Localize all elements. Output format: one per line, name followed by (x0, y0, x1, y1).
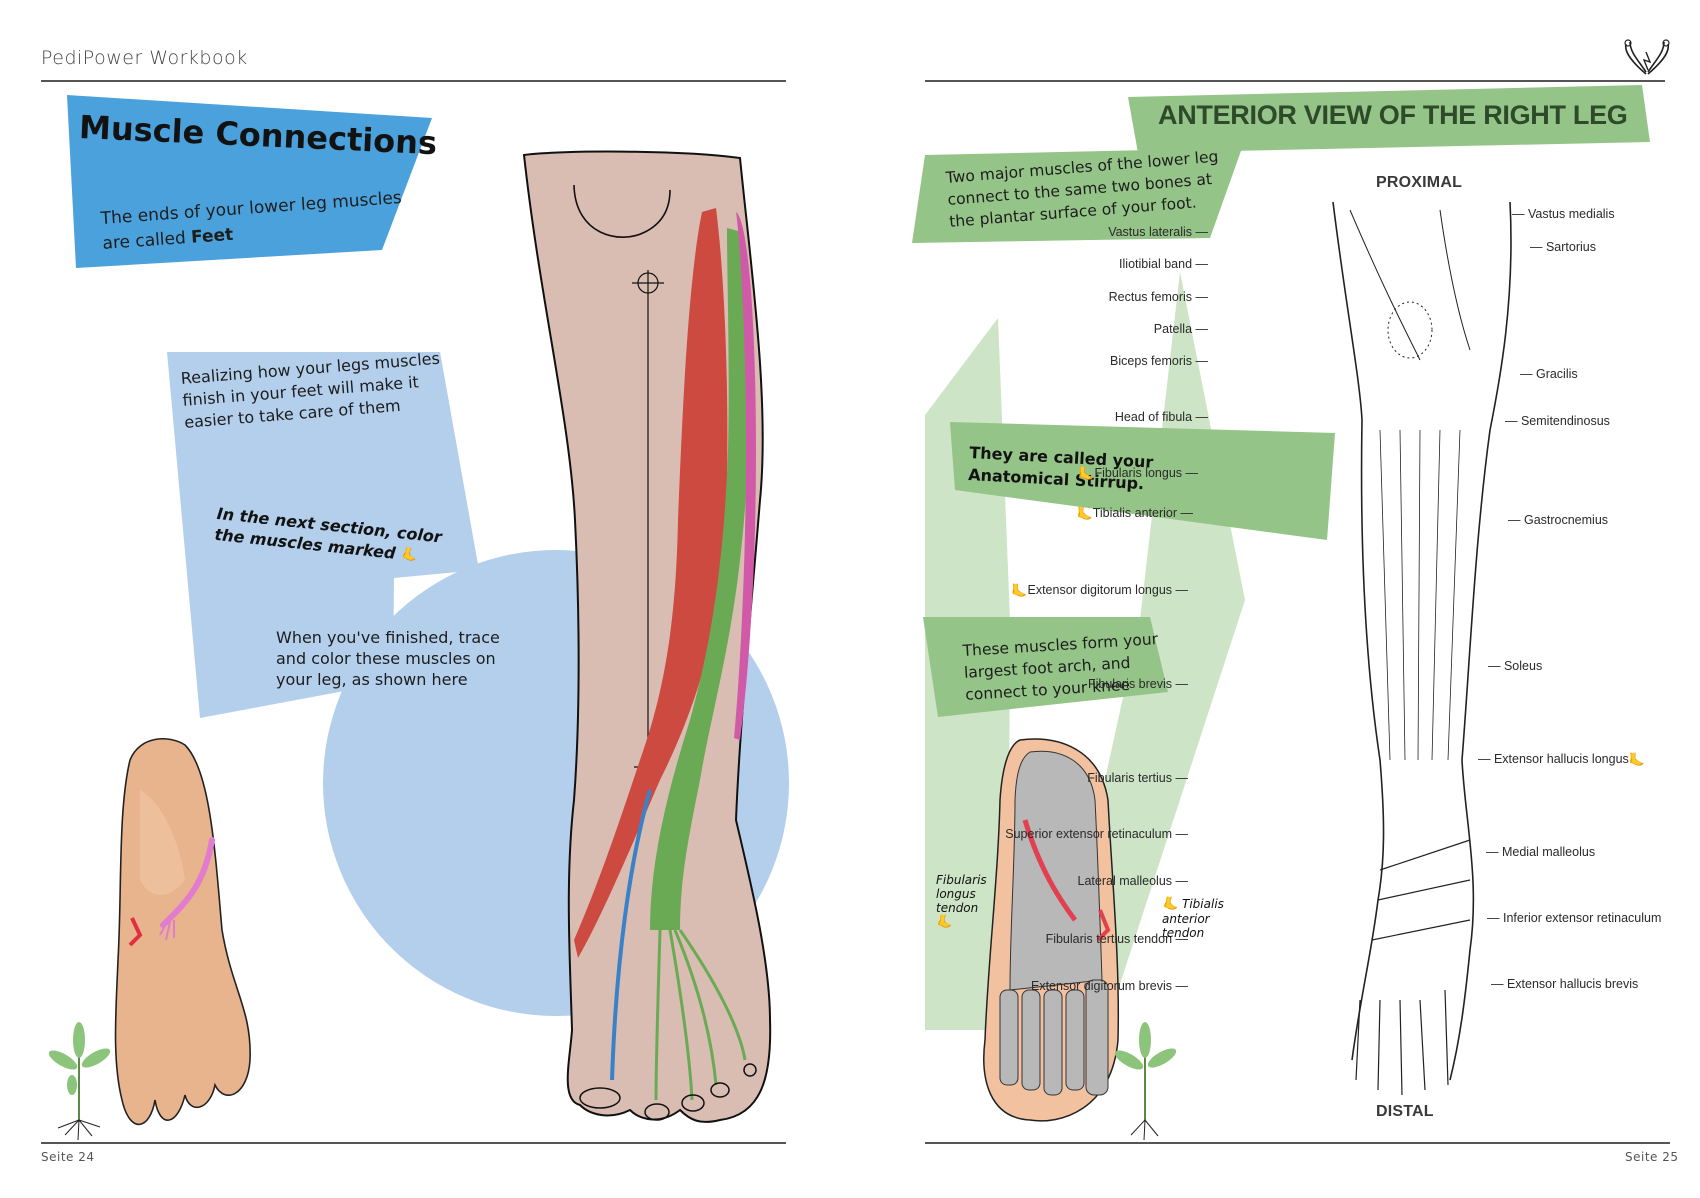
left-illustration-layer (48, 95, 789, 1141)
anatomy-label-text: Extensor digitorum brevis — (1030, 979, 1188, 993)
foot-sole-illustration (114, 738, 251, 1126)
anatomy-label: Rectus femoris — (1109, 290, 1208, 304)
anatomy-label: — Vastus medialis (1512, 207, 1615, 221)
anatomy-label: 🦶Fibularis longus — (1078, 466, 1198, 481)
anatomy-label-text: Biceps femoris — (1110, 354, 1208, 368)
trace-paragraph: When you've finished, trace and color th… (276, 628, 500, 689)
tibialis-tendon-text: Tibialis anterior tendon (1162, 897, 1224, 940)
text-box (167, 352, 479, 718)
distal-label: DISTAL (1376, 1103, 1434, 1120)
tibialis-tendon-label: 🦶 Tibialis anterior tendon (1162, 897, 1237, 940)
anatomy-label: Head of fibula — (1115, 410, 1208, 424)
anatomy-label-text: Tibialis anterior — (1092, 506, 1193, 520)
anatomy-label: Biceps femoris — (1110, 354, 1208, 368)
hands-leaf-logo-icon (1624, 39, 1670, 75)
fibularis-tendon-label: Fibularis longus tendon 🦶 (936, 873, 996, 930)
anatomy-label: — Soleus (1488, 659, 1542, 673)
anatomy-label-text: Vastus lateralis — (1108, 225, 1208, 239)
right-page-title: ANTERIOR VIEW OF THE RIGHT LEG (1158, 100, 1628, 130)
anatomy-label: — Medial malleolus (1486, 845, 1595, 859)
anatomy-label-text: — Sartorius (1530, 240, 1596, 254)
subtitle-prefix: are called (101, 227, 192, 254)
anatomy-label-text: Fibularis tertius tendon — (1045, 932, 1188, 946)
anatomy-label-text: Fibularis longus — (1094, 466, 1198, 480)
anatomy-label: Extensor digitorum brevis — (1031, 979, 1188, 993)
footprint-icon: 🦶 (1162, 896, 1179, 912)
muscle-red (574, 208, 728, 958)
page-number-right: Seite 25 (1625, 1150, 1679, 1164)
anatomy-label: — Inferior extensor retinaculum (1487, 911, 1661, 925)
anatomy-label-text: — Vastus medialis (1512, 207, 1615, 221)
footprint-icon: 🦶 (1011, 582, 1028, 598)
footprint-icon: 🦶 (1078, 465, 1095, 481)
anatomy-label-text: — Inferior extensor retinaculum (1487, 911, 1662, 925)
anatomy-label: Fibularis tertius — (1087, 771, 1188, 785)
anatomy-label: Fibularis brevis — (1088, 677, 1188, 691)
anatomy-label-text: — Gracilis (1520, 367, 1578, 381)
anatomy-label-text: — Extensor hallucis longus (1478, 752, 1629, 766)
left-page: PediPower Workbook (41, 47, 789, 1164)
anatomy-label-text: Superior extensor retinaculum — (1005, 827, 1188, 841)
title-box (67, 95, 432, 268)
anatomy-label: — Gastrocnemius (1508, 513, 1608, 527)
header-rule (925, 80, 1665, 82)
anatomy-label-text: Fibularis brevis — (1087, 677, 1188, 691)
subtitle-bold: Feet (190, 224, 234, 248)
anatomy-label-text: Extensor digitorum longus — (1027, 583, 1189, 597)
anatomy-label-text: Head of fibula — (1114, 410, 1208, 424)
anatomy-label: Iliotibial band — (1119, 257, 1208, 271)
anatomy-label-text: Lateral malleolus — (1077, 874, 1188, 888)
anatomy-label: — Extensor hallucis longus 🦶 (1478, 752, 1645, 767)
anatomy-label-text: — Medial malleolus (1486, 845, 1596, 859)
footprint-icon: 🦶 (400, 547, 418, 565)
footprint-icon: 🦶 (936, 914, 953, 930)
muscle-green (650, 228, 750, 930)
anatomy-label-text: — Extensor hallucis brevis (1491, 977, 1639, 991)
footer-rule (41, 1142, 786, 1144)
anatomy-label-text: Rectus femoris — (1108, 290, 1208, 304)
arch-text: These muscles form your largest foot arc… (962, 630, 1159, 704)
plant-illustration (48, 1022, 111, 1141)
anatomy-label: Superior extensor retinaculum — (1005, 827, 1188, 841)
header-rule (41, 80, 786, 82)
anatomy-label: Lateral malleolus — (1078, 874, 1188, 888)
anatomy-label: — Semitendinosus (1505, 414, 1610, 428)
anatomy-label: Vastus lateralis — (1108, 225, 1208, 239)
footprint-icon: 🦶 (1628, 751, 1645, 767)
anatomy-label-text: Fibularis tertius — (1087, 771, 1188, 785)
tendon-blue (610, 789, 652, 1081)
page-number: Seite 24 (41, 1150, 95, 1164)
anatomy-label-text: Patella — (1153, 322, 1208, 336)
anatomy-label: Fibularis tertius tendon — (1046, 932, 1188, 946)
anatomy-label: 🦶Extensor digitorum longus — (1011, 583, 1188, 598)
anatomy-label: — Gracilis (1520, 367, 1578, 381)
anatomy-label-text: — Soleus (1488, 659, 1543, 673)
footer-rule-right (925, 1142, 1670, 1144)
anatomy-label: — Extensor hallucis brevis (1491, 977, 1638, 991)
header-title: PediPower Workbook (41, 47, 248, 69)
anatomy-label: 🦶Tibialis anterior — (1077, 506, 1193, 521)
anatomy-label-text: — Gastrocnemius (1508, 513, 1609, 527)
proximal-label: PROXIMAL (1376, 174, 1463, 191)
footprint-icon: 🦶 (1076, 505, 1093, 521)
anatomy-label: — Sartorius (1530, 240, 1596, 254)
anatomy-label-text: Iliotibial band — (1119, 257, 1208, 271)
muscle-pink (734, 212, 756, 740)
right-page (850, 0, 1700, 1198)
leg-illustration (522, 150, 772, 1123)
anatomy-label-text: — Semitendinosus (1505, 414, 1610, 428)
anatomy-label: Patella — (1154, 322, 1208, 336)
fibularis-tendon-text: Fibularis longus tendon (936, 873, 987, 915)
